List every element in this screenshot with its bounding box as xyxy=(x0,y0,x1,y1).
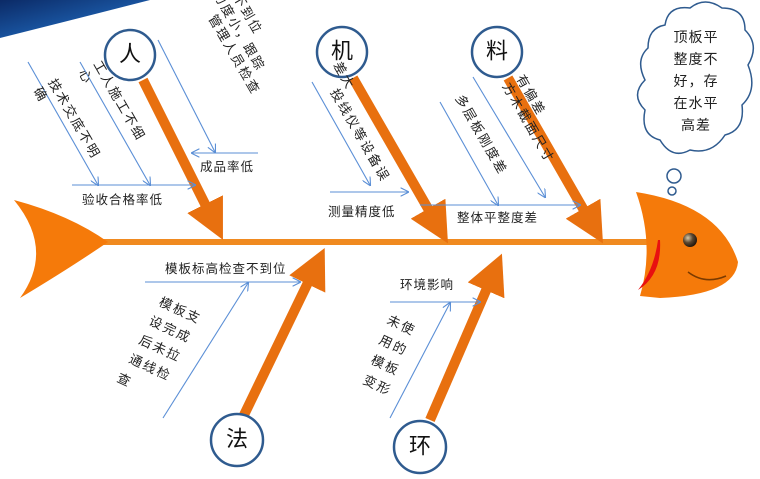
category-label: 环 xyxy=(409,435,431,460)
cause-text-block: 未使 用的 模板 变形 xyxy=(360,312,418,399)
cause-label: 验收合格率低 xyxy=(82,192,163,207)
category-method: 法 xyxy=(209,412,265,468)
category-label: 机 xyxy=(331,40,353,65)
cause-text: 心 xyxy=(75,67,95,88)
problem-line: 高差 xyxy=(681,117,711,134)
cause-label: 成品率低 xyxy=(200,159,254,174)
cause-text: 技术交底不明 xyxy=(45,76,104,162)
category-environment: 环 xyxy=(392,419,448,475)
cause-line xyxy=(389,303,450,419)
fish-tail xyxy=(14,200,108,298)
cause-text: 确 xyxy=(30,85,50,106)
bone-person xyxy=(138,77,223,240)
cause-line xyxy=(27,61,98,185)
cause-text-block: 多层板刚度差 xyxy=(452,92,511,178)
cause-label: 整体平整度差 xyxy=(457,210,538,225)
cause-line xyxy=(157,39,215,152)
bone-machine xyxy=(348,75,448,244)
category-label: 料 xyxy=(486,40,508,65)
category-person: 人 xyxy=(103,28,157,82)
cause-text-block: 技术交底不明 确 xyxy=(30,76,104,162)
cause-text-block: 管理人员检查 力度小，跟踪 检查不到位 xyxy=(205,0,269,98)
cause-label: 测量精度低 xyxy=(328,204,396,219)
bone-method xyxy=(239,247,326,418)
problem-line: 顶板平 xyxy=(674,30,719,46)
category-label: 人 xyxy=(119,43,141,68)
cause-label: 环境影响 xyxy=(400,277,454,292)
fish-smile xyxy=(687,271,727,281)
category-label: 法 xyxy=(226,428,248,453)
fish-mouth xyxy=(638,240,661,290)
cause-line xyxy=(311,81,370,185)
cause-line xyxy=(79,61,150,185)
category-machine: 机 xyxy=(315,25,369,79)
category-material: 料 xyxy=(470,25,524,79)
corner-decoration xyxy=(0,0,150,38)
cause-line xyxy=(472,76,545,197)
bone-environment xyxy=(425,253,505,422)
cause-text-block: 方木截面尺寸 有偏差 xyxy=(499,73,558,166)
cause-text-block: 模板支 设完成 后未拉 通线检 查 xyxy=(114,295,203,391)
cause-line xyxy=(162,283,248,419)
cause-text-block: 投线仪等设备误 差大 xyxy=(327,59,393,184)
problem-line: 整度不 xyxy=(674,52,719,68)
cause-text: 多层板刚度差 xyxy=(452,92,511,178)
problem-cloud: 顶板平 整度不 好，存 在水平 高差 xyxy=(636,1,754,196)
fish-eye xyxy=(683,233,697,247)
problem-line: 好，存 xyxy=(674,74,719,90)
problem-line: 在水平 xyxy=(674,96,719,112)
cause-text: 查 xyxy=(114,371,134,391)
cause-line xyxy=(439,101,498,205)
cause-label: 模板标高检查不到位 xyxy=(165,261,287,276)
